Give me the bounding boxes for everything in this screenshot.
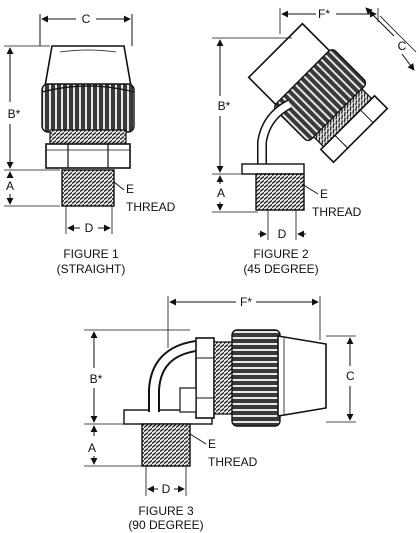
figure-2-dim-d: D — [278, 227, 287, 241]
figure-3-title: FIGURE 3 — [138, 504, 194, 518]
figure-3-subtitle: (90 DEGREE) — [128, 518, 203, 532]
figure-2-fitting-drawing — [241, 22, 389, 211]
figure-2-subtitle: (45 DEGREE) — [243, 262, 318, 276]
figure-3-dim-f: F* — [240, 295, 252, 309]
figure-2: F* C B* A D E THREAD FIGURE 2 (45 DEGREE… — [212, 7, 417, 276]
figure-1-dim-e: E — [126, 182, 134, 196]
figure-2-dim-c: C — [398, 39, 407, 53]
figure-1-dim-b: B* — [8, 107, 21, 121]
figure-3-dim-b: B* — [90, 372, 103, 386]
figure-3-fitting-drawing — [123, 329, 327, 467]
figure-3-thread-label: THREAD — [208, 455, 258, 469]
figure-2-dim-e: E — [320, 187, 328, 201]
figure-2-thread-label: THREAD — [312, 205, 362, 219]
figure-1: C B* A D E THREAD FIGURE 1 (STRAIGHT) — [4, 12, 176, 276]
figure-3: F* C B* A D E THREAD FIGURE 3 (90 DEGREE… — [84, 295, 356, 532]
figure-2-dim-f: F* — [318, 7, 330, 21]
figure-1-dim-d: D — [85, 221, 94, 235]
figure-3-dim-a: A — [88, 441, 96, 455]
figure-1-dim-a: A — [6, 179, 14, 193]
figure-3-dim-c: C — [346, 369, 355, 383]
figure-1-fitting-drawing — [41, 45, 135, 207]
figure-3-dim-e: E — [208, 437, 216, 451]
figure-1-dim-c: C — [82, 12, 91, 26]
figure-1-title: FIGURE 1 — [63, 247, 119, 261]
figure-1-thread-label: THREAD — [126, 200, 176, 214]
figure-2-dim-b: B* — [218, 99, 231, 113]
figure-2-dim-a: A — [217, 186, 225, 200]
figure-2-title: FIGURE 2 — [253, 247, 309, 261]
figure-3-dim-d: D — [162, 482, 171, 496]
figure-1-subtitle: (STRAIGHT) — [57, 262, 126, 276]
